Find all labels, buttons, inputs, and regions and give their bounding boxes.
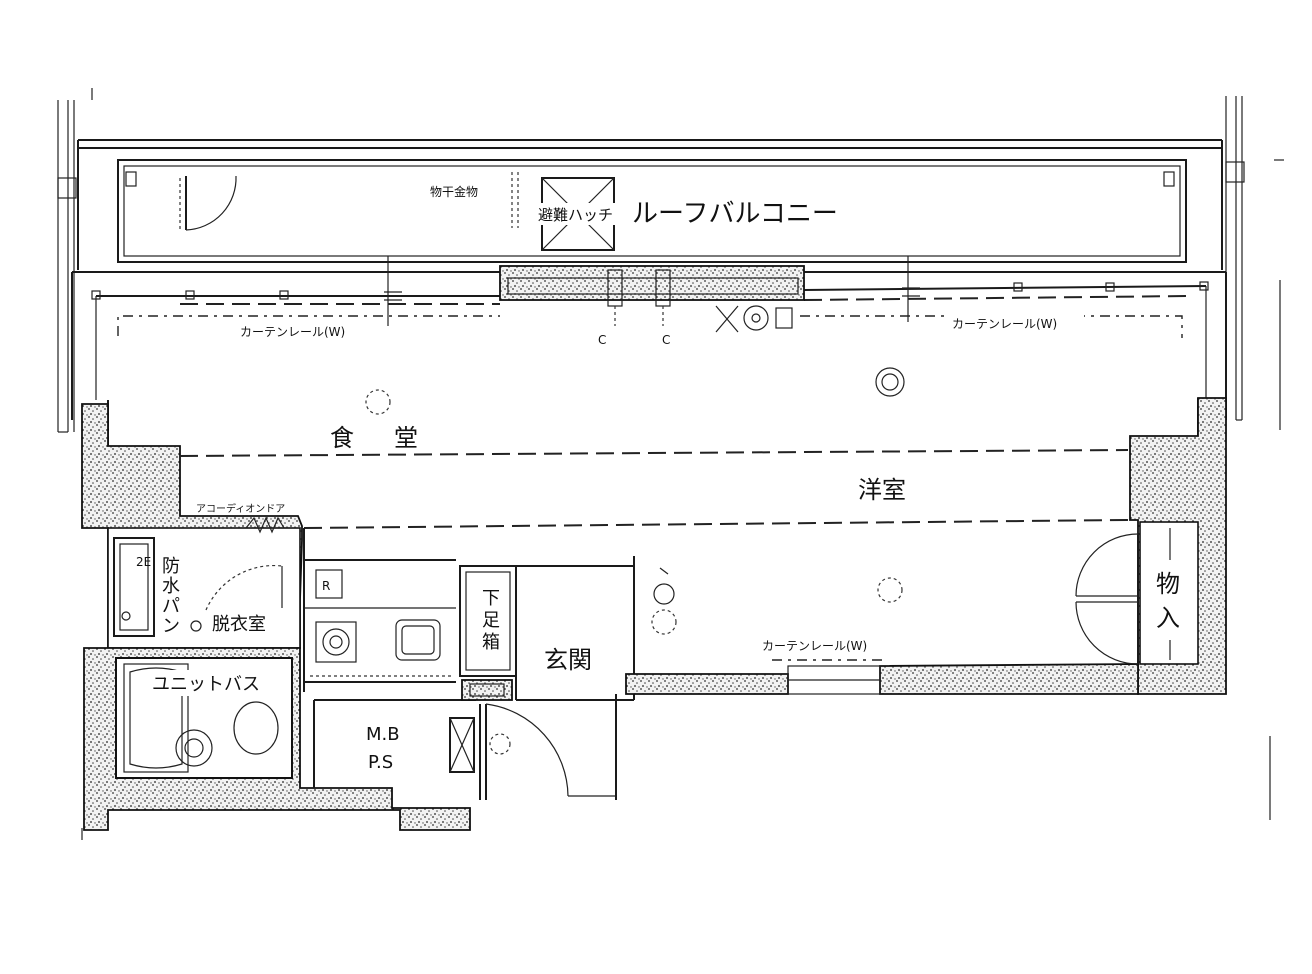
roof-balcony-label: ルーフバルコニー — [632, 199, 838, 229]
mb-ps-room: M.B P.S — [313, 679, 513, 788]
roof-balcony-frame — [57, 96, 1245, 433]
storage-label-2: 入 — [1156, 604, 1180, 632]
dining-room-label-1: 食 — [330, 424, 354, 452]
curtain-rail-top: カーテンレール(W) カーテンレール(W) — [117, 314, 1183, 340]
accordion-door-label: アコーディオンドア — [196, 502, 285, 515]
shoe-box-label-2: 足 — [482, 610, 500, 631]
ac-unit-symbol — [715, 305, 793, 333]
fridge-symbol — [315, 569, 343, 599]
waterproof-pan-label-2: 水 — [162, 576, 180, 597]
scan-marks — [81, 88, 1284, 840]
window-slab — [499, 265, 805, 301]
room-divider-lower — [303, 519, 1129, 529]
accordion-door: アコーディオンドア — [196, 502, 285, 534]
shoe-box-label-3: 箱 — [482, 632, 500, 653]
window-wall — [71, 256, 1227, 420]
ceiling-light-dining — [365, 389, 391, 415]
unit-bath-label: ユニットバス — [152, 674, 260, 695]
storage-label-1: 物 — [1156, 570, 1180, 598]
room-divider-upper — [179, 449, 1129, 457]
ceiling-light-western — [875, 367, 905, 397]
storage-doors: 物 入 — [1075, 528, 1180, 665]
escape-hatch-label: 避難ハッチ — [538, 206, 613, 224]
c-mark-1: C — [598, 333, 606, 347]
unit-bath: ユニットバス — [83, 647, 471, 831]
c-mark-2: C — [662, 333, 670, 347]
wp-mark: 2E — [136, 555, 151, 569]
ps-label: P.S — [368, 752, 393, 773]
intercom-symbol — [653, 583, 675, 605]
waterproof-pan: 2E 防 水 パ ン — [113, 537, 180, 637]
waterproof-pan-label-3: パ — [162, 596, 180, 617]
escape-hatch: 避難ハッチ — [536, 177, 626, 251]
kitchen: R — [303, 528, 456, 692]
balcony-door — [179, 175, 237, 231]
stove-symbol — [315, 621, 357, 663]
waterproof-pan-label-1: 防 — [162, 556, 180, 577]
western-room-bottom-wall — [625, 673, 789, 695]
entrance: 玄関 — [515, 556, 677, 701]
main-room-outline — [107, 398, 1199, 446]
laundry-fixture: 物干金物 — [430, 172, 519, 228]
fridge-mark: R — [322, 579, 330, 593]
dressing-room-label: 脱衣室 — [212, 614, 266, 635]
ceiling-light-western-2 — [877, 577, 903, 603]
dining-room-label-2: 堂 — [394, 424, 418, 452]
shoe-box: 下 足 箱 — [459, 565, 517, 677]
curtain-rail-left-label: カーテンレール(W) — [240, 325, 345, 339]
sink-symbol — [395, 619, 441, 661]
western-room-label: 洋室 — [858, 476, 906, 504]
mb-label: M.B — [366, 724, 400, 745]
waterproof-pan-label-4: ン — [162, 616, 180, 637]
entrance-label: 玄関 — [544, 646, 592, 674]
shoe-box-label-1: 下 — [482, 588, 500, 609]
laundry-fixture-label: 物干金物 — [430, 184, 478, 199]
curtain-rail-right-label: カーテンレール(W) — [952, 317, 1057, 331]
front-door — [479, 694, 626, 800]
curtain-rail-bottom-label: カーテンレール(W) — [762, 639, 867, 653]
washbasin-symbol — [190, 620, 202, 632]
